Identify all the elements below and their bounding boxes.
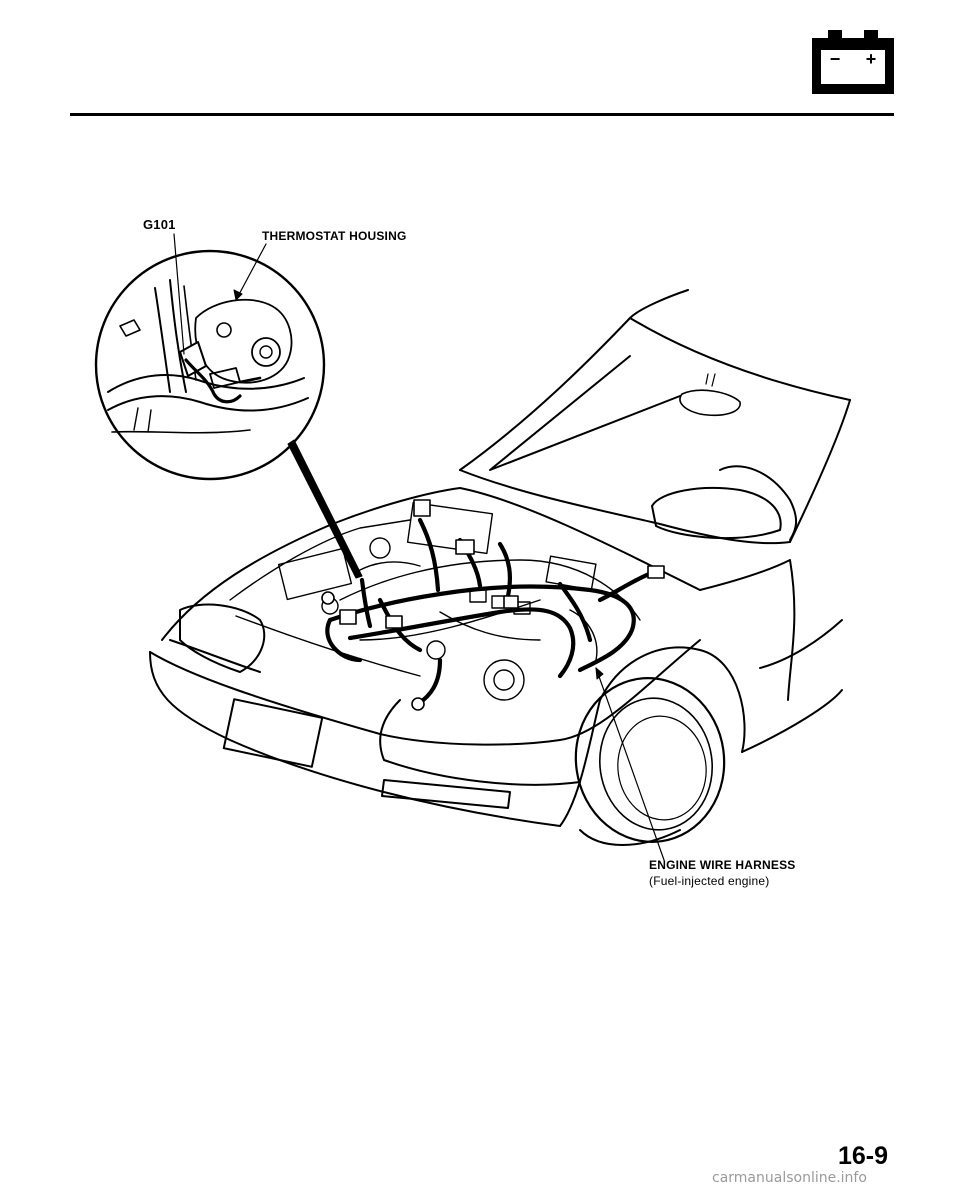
ground-leader	[173, 233, 185, 355]
page-number: 16-9	[838, 1142, 889, 1170]
harness-label: ENGINE WIRE HARNESS (Fuel-injected engin…	[649, 858, 795, 889]
engine-wire-harness	[325, 517, 663, 707]
harness-leader	[595, 667, 665, 861]
battery-icon: − +	[812, 30, 894, 94]
thermostat-housing-label: THERMOSTAT HOUSING	[262, 229, 407, 243]
car-body	[149, 289, 851, 846]
header-rule	[70, 113, 894, 116]
inset-leader	[287, 439, 363, 579]
watermark: carmanualsonline.info	[712, 1170, 867, 1186]
ground-point-label: G101	[143, 217, 176, 232]
battery-minus-glyph: −	[830, 49, 841, 69]
inset-detail	[94, 249, 326, 481]
harness-label-title: ENGINE WIRE HARNESS	[649, 858, 796, 872]
thermostat-leader	[235, 243, 267, 301]
battery-plus-glyph: +	[866, 49, 877, 69]
harness-connectors	[321, 499, 665, 711]
harness-label-note: (Fuel-injected engine)	[649, 874, 770, 888]
